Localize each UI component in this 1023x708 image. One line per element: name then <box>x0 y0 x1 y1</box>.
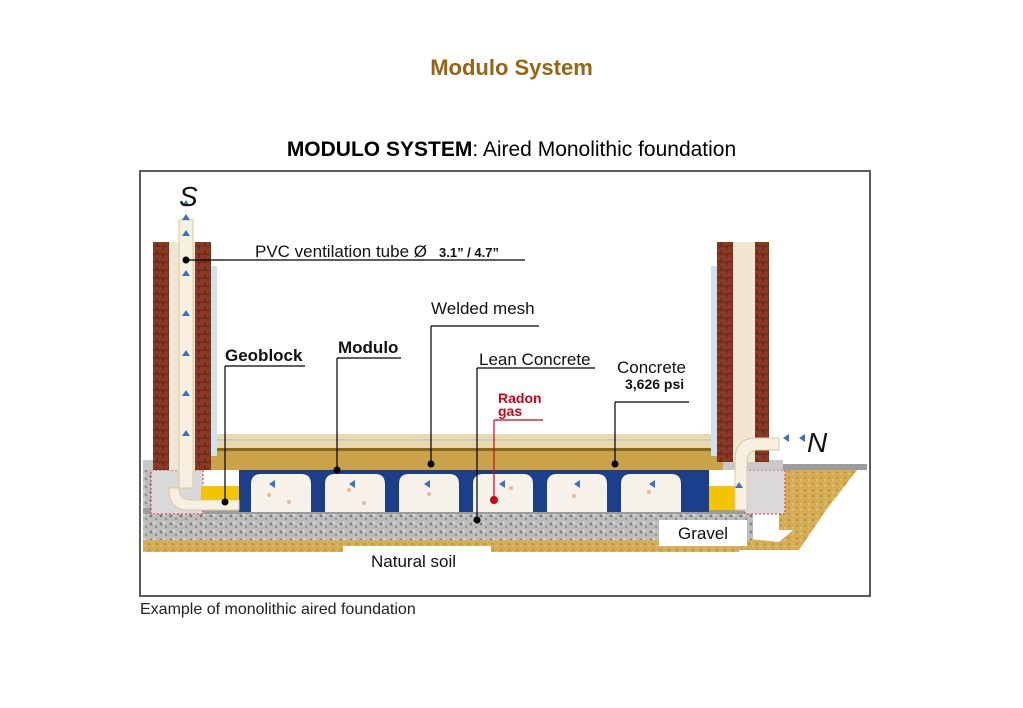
heading-bold: MODULO SYSTEM <box>286 138 473 161</box>
natural-soil-label: Natural soil <box>371 552 456 571</box>
concrete-slab <box>203 448 723 470</box>
diagram-heading: MODULO SYSTEM: Aired Monolithic foundati… <box>0 138 1023 162</box>
radon-label-line1: Radon <box>498 390 542 406</box>
pvc-tube-size: 3.1” / 4.7” <box>439 245 499 260</box>
right-footing <box>744 469 786 515</box>
natural-soil-label-box <box>343 546 491 574</box>
south-label: S <box>179 181 198 212</box>
geoblock-label: Geoblock <box>225 346 303 365</box>
left-wall-inner <box>195 242 211 470</box>
gravel-label-box <box>659 520 747 546</box>
page-title: Modulo System <box>430 55 593 80</box>
pvc-tube-right <box>734 437 780 511</box>
modulo-label: Modulo <box>338 338 398 357</box>
leader-dots <box>182 256 619 524</box>
gravel-label: Gravel <box>678 524 728 543</box>
airflow-arrows-domes <box>269 480 655 488</box>
pvc-tube-label: PVC ventilation tube Ø <box>255 242 427 261</box>
concrete-label: Concrete <box>617 358 686 377</box>
modulo-domes <box>239 466 709 512</box>
airflow-arrows-left <box>182 200 190 436</box>
leader-lines <box>186 259 689 520</box>
north-label: N <box>807 427 828 458</box>
welded-mesh-label: Welded mesh <box>431 299 535 318</box>
heading-rest: : Aired Monolithic foundation <box>472 138 737 161</box>
figure-caption: Example of monolithic aired foundation <box>140 601 416 618</box>
lean-concrete-label: Lean Concrete <box>479 350 591 369</box>
floor-finish <box>203 434 723 448</box>
right-wall-inner <box>717 242 733 462</box>
right-wall-outer <box>755 242 769 462</box>
gravel-layer-lower <box>143 512 753 540</box>
concrete-psi: 3,626 psi <box>625 376 684 392</box>
foundation-diagram: S N PVC ventilation tube Ø 3.1” / 4.7” W… <box>139 170 871 597</box>
radon-label-line2: gas <box>498 403 522 419</box>
airflow-arrows-right <box>735 434 805 488</box>
left-wall-outer <box>153 242 169 470</box>
